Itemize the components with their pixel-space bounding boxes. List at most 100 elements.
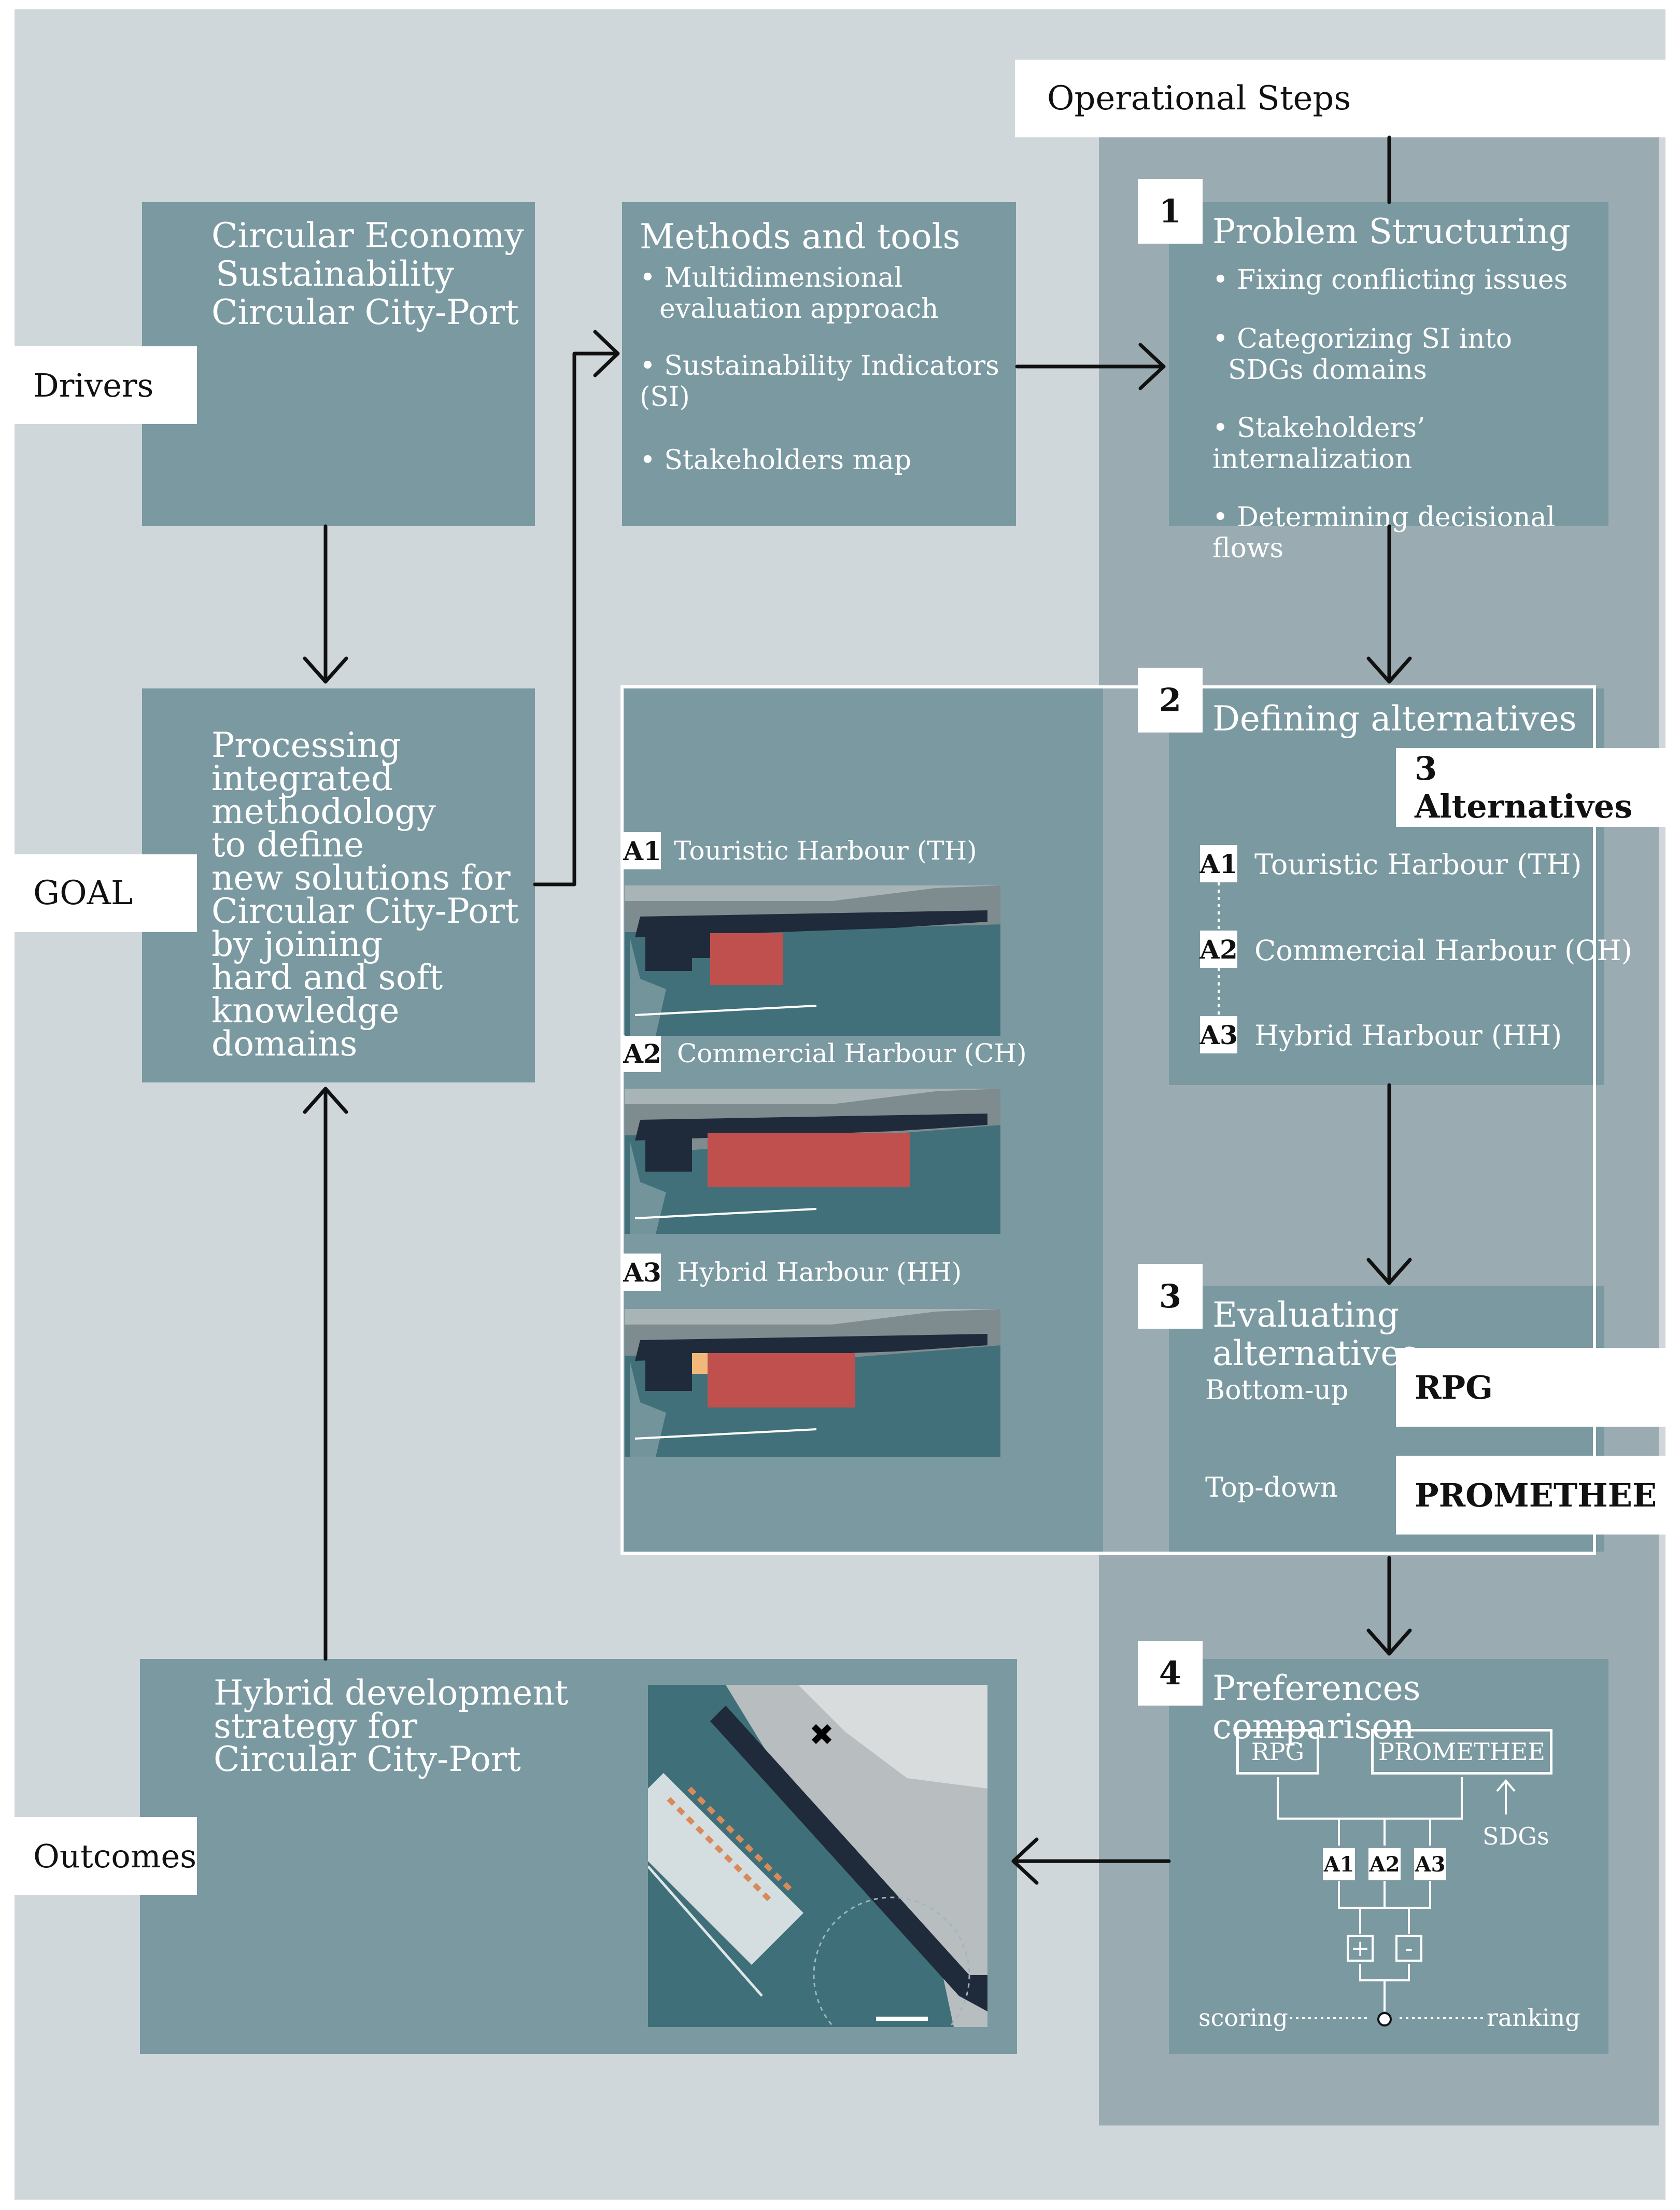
methods-item-1-text: Multidimensional — [664, 262, 903, 293]
goal-line-8: hard and soft — [211, 958, 443, 997]
step4-a3: A3 — [1414, 1848, 1446, 1880]
step2-title: Defining alternatives — [1212, 699, 1577, 739]
step4-a1-text: A1 — [1323, 1852, 1354, 1877]
goal-line-2: integrated — [211, 758, 393, 798]
step4-a2-text: A2 — [1369, 1852, 1400, 1877]
flow-result-node — [1377, 2012, 1392, 2026]
arrowhead-step3-step4 — [1366, 1628, 1412, 1656]
map-a1-code: A1 — [623, 832, 661, 869]
step4-plus-text: + — [1350, 1935, 1370, 1962]
step4-rpg-box: RPG — [1236, 1729, 1319, 1775]
step1-item-2b: SDGs domains — [1212, 355, 1608, 386]
methods-item-1b: evaluation approach — [640, 293, 1016, 325]
step1-box: Problem Structuring • Fixing conflicting… — [1169, 202, 1608, 564]
step4-promethee-text: PROMETHEE — [1378, 1738, 1545, 1766]
drivers-label: Drivers — [15, 346, 197, 424]
step1-item-2: • Categorizing SI into — [1212, 323, 1513, 355]
arrowhead-step4-outcomes — [1011, 1837, 1039, 1885]
alternatives-count-text: 3 Alternatives — [1415, 750, 1633, 825]
step4-promethee-box: PROMETHEE — [1371, 1729, 1552, 1775]
arrowhead-step2-step3 — [1366, 1258, 1412, 1285]
arrowhead-outcomes-goal — [303, 1087, 348, 1114]
alt-list-a1-code: A1 — [1199, 845, 1238, 882]
step1-title: Problem Structuring — [1212, 212, 1571, 251]
goal-line-3: methodology — [211, 792, 436, 832]
goal-label-text: GOAL — [33, 874, 133, 912]
step4-title: Preferences comparison — [1212, 1668, 1421, 1747]
bottom-up-label: Bottom-up — [1205, 1375, 1349, 1406]
rpg-label-text: RPG — [1415, 1368, 1493, 1406]
step4-rpg-text: RPG — [1251, 1738, 1305, 1766]
step4-a2: A2 — [1368, 1848, 1401, 1880]
goal-label: GOAL — [15, 854, 197, 932]
methods-item-1b-text: evaluation approach — [659, 293, 939, 325]
promethee-label: PROMETHEE — [1396, 1456, 1665, 1535]
step1-item-1-text: Fixing conflicting issues — [1237, 264, 1568, 295]
alt-list-a1-name: Touristic Harbour (TH) — [1254, 848, 1582, 881]
goal-line-9: knowledge domains — [211, 991, 400, 1064]
step1-number-text: 1 — [1159, 192, 1182, 230]
goal-line-6: Circular City-Port — [211, 891, 519, 931]
outcomes-line-3: Circular City-Port — [214, 1739, 521, 1779]
step3-number: 3 — [1138, 1264, 1203, 1329]
map-a1-code-text: A1 — [623, 835, 661, 866]
map-a3-image — [625, 1309, 1000, 1457]
step2-number-text: 2 — [1159, 681, 1182, 719]
step1-item-2b-text: SDGs domains — [1228, 355, 1427, 386]
methods-item-2: • Sustainability Indicators (SI) — [640, 350, 999, 413]
goal-line-1: Processing — [211, 725, 401, 765]
map-a3-name: Hybrid Harbour (HH) — [677, 1257, 962, 1287]
outcomes-label-text: Outcomes — [33, 1837, 197, 1875]
alt-list-a2-code: A2 — [1199, 931, 1238, 968]
map-a2-name: Commercial Harbour (CH) — [677, 1038, 1027, 1068]
step4-number: 4 — [1138, 1641, 1203, 1706]
alternatives-frame — [620, 685, 1596, 1555]
step1-item-4-text: Determining decisional flows — [1212, 502, 1556, 564]
arrowhead-methods-step1 — [1138, 343, 1166, 390]
map-a3-code-text: A3 — [623, 1257, 661, 1288]
goal-box: Processing integrated methodology to def… — [142, 688, 535, 1082]
flow-merge — [1359, 1964, 1410, 1981]
outcomes-line-1: Hybrid development — [214, 1673, 569, 1713]
step3-number-text: 3 — [1159, 1277, 1182, 1315]
methods-item-2-text: Sustainability Indicators (SI) — [640, 350, 999, 413]
step4-a3-text: A3 — [1415, 1852, 1446, 1877]
methods-item-3-text: Stakeholders map — [664, 445, 912, 476]
drivers-box: Circular Economy Sustainability Circular… — [142, 202, 535, 526]
map-a2-code: A2 — [623, 1035, 661, 1072]
drivers-line-2: Sustainability — [216, 254, 454, 294]
methods-title: Methods and tools — [640, 217, 961, 257]
step4-minus-box: - — [1395, 1935, 1422, 1962]
operational-steps-label: Operational Steps — [1047, 79, 1351, 118]
map-a1-name: Touristic Harbour (TH) — [674, 836, 977, 866]
step4-scoring: scoring — [1198, 2004, 1288, 2032]
step4-plus-box: + — [1347, 1935, 1374, 1962]
drivers-label-text: Drivers — [33, 366, 154, 404]
top-down-label: Top-down — [1205, 1472, 1338, 1503]
rpg-label: RPG — [1396, 1348, 1665, 1427]
step1-number: 1 — [1138, 179, 1203, 244]
methods-box: Methods and tools • Multidimensional eva… — [622, 202, 1016, 526]
operational-steps-header: Operational Steps — [1015, 60, 1665, 137]
outcome-aerial-map — [648, 1685, 987, 2027]
arrowhead-drivers-goal — [303, 656, 348, 684]
step4-ranking: ranking — [1487, 2004, 1580, 2032]
map-a2-image — [625, 1089, 1000, 1234]
drivers-line-1: Circular Economy — [211, 216, 524, 256]
map-a1-image — [625, 885, 1000, 1036]
methods-item-3: • Stakeholders map — [640, 445, 912, 476]
outcomes-line-2: strategy for — [214, 1706, 418, 1746]
step1-item-2-text: Categorizing SI into — [1237, 323, 1513, 355]
flow-rpg-down — [1277, 1777, 1463, 1820]
step1-item-4: • Determining decisional flows — [1212, 502, 1556, 564]
alt-list-a3-code: A3 — [1199, 1016, 1238, 1053]
arrowhead-goal-methods — [593, 330, 620, 377]
alt-list-a2-name: Commercial Harbour (CH) — [1254, 934, 1632, 967]
step3-title: Evaluating alternatives — [1212, 1295, 1419, 1373]
step1-item-3-text: Stakeholders’ internalization — [1212, 413, 1425, 475]
flow-sdgs-arrowhead — [1496, 1779, 1516, 1792]
alt-list-a2-code-text: A2 — [1199, 934, 1238, 965]
map-a3-code: A3 — [623, 1254, 661, 1291]
drivers-line-3: Circular City-Port — [211, 292, 519, 332]
